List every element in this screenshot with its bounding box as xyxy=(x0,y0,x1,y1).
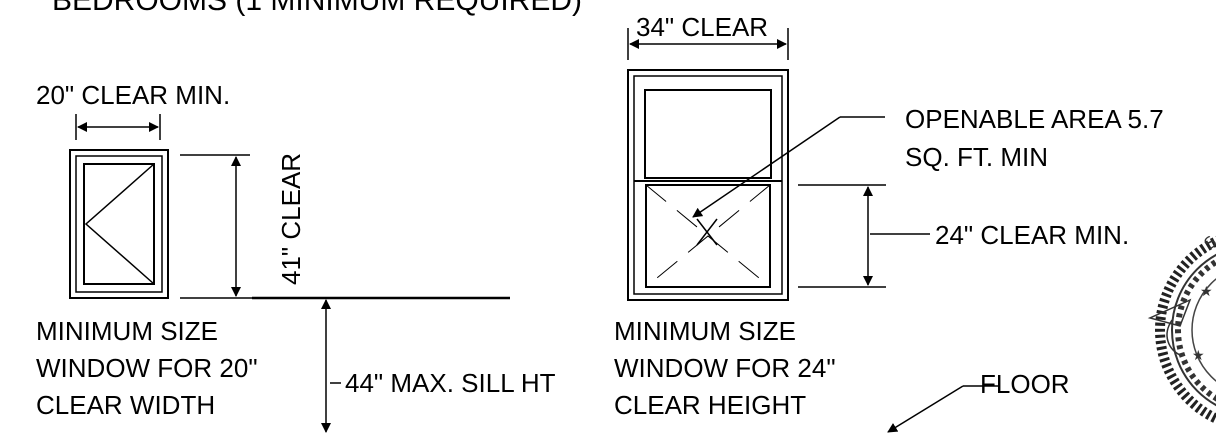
right-height-label: 24" CLEAR MIN. xyxy=(935,220,1129,250)
openable-area-label-line-2: SQ. FT. MIN xyxy=(905,142,1048,172)
left-caption-line-3: CLEAR WIDTH xyxy=(36,390,215,420)
floor-label: FLOOR xyxy=(980,369,1070,399)
openable-area-leader xyxy=(692,116,885,218)
left-window xyxy=(69,149,169,299)
right-caption-line-1: MINIMUM SIZE xyxy=(614,316,796,346)
right-caption-line-2: WINDOW FOR 24" xyxy=(614,353,836,383)
left-width-dimension xyxy=(75,114,161,140)
left-height-dimension xyxy=(180,154,252,299)
seal-partial-text: S xyxy=(1200,232,1216,253)
left-caption-line-1: MINIMUM SIZE xyxy=(36,316,218,346)
openable-area-label-line-1: OPENABLE AREA 5.7 xyxy=(905,104,1164,134)
left-caption-line-2: WINDOW FOR 20" xyxy=(36,353,258,383)
official-seal-icon: ★ ★ S xyxy=(1147,232,1216,425)
sill-label: 44" MAX. SILL HT xyxy=(345,368,556,398)
left-height-label: 41" CLEAR xyxy=(276,153,306,285)
floor-leader xyxy=(887,385,1000,433)
svg-text:★: ★ xyxy=(1192,348,1205,364)
left-width-label: 20" CLEAR MIN. xyxy=(36,80,230,110)
right-width-label: 34" CLEAR xyxy=(636,12,768,42)
right-window xyxy=(627,69,789,301)
right-height-dimension xyxy=(798,184,930,288)
right-width-dimension xyxy=(627,28,789,60)
header-text: BEDROOMS (1 MINIMUM REQUIRED) xyxy=(52,0,582,17)
right-caption-line-3: CLEAR HEIGHT xyxy=(614,390,806,420)
svg-text:★: ★ xyxy=(1200,284,1213,300)
